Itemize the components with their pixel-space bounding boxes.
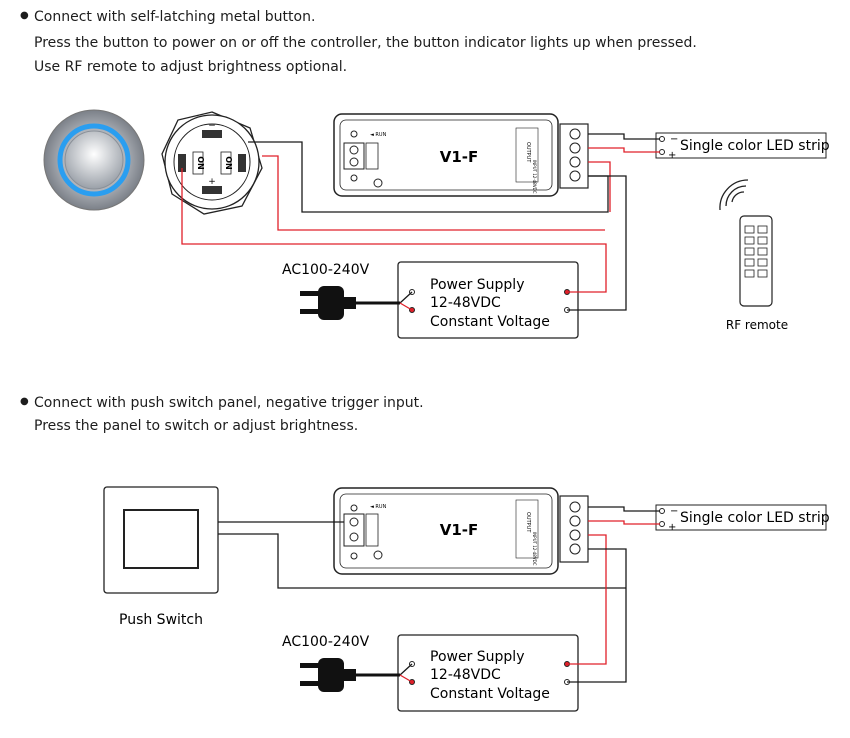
led-strip-minus-1: − [670,134,678,145]
ps1-line2: 12-48VDC [430,295,501,311]
button-on-label-right: ON [224,156,233,170]
mains-plug-1: AC100-240V [282,262,400,320]
section2-bullet: ● [20,396,29,407]
controller-input-label-1: INPUT 12-48VDC [532,160,537,194]
wires-diagram-2 [218,506,660,683]
wires-diagram-1 [181,133,660,311]
section2-line1: Press the panel to switch or adjust brig… [34,418,359,434]
led-strip-label-2: Single color LED strip [680,510,830,526]
ps1-line1: Power Supply [430,277,525,293]
ps2-line2: 12-48VDC [430,667,501,683]
push-switch-panel: Push Switch [103,486,219,628]
controller-input-label-2: INPUT 12-48VDC [532,532,537,566]
controller-output-label-2: OUTPUT [525,512,531,533]
button-pin-minus: − [208,121,216,131]
controller-output-label-1: OUTPUT [525,142,531,163]
led-strip-label-1: Single color LED strip [680,138,830,154]
controller-2: V1-F ◄ RUN OUTPUT INPUT 12-48VDC [333,487,589,575]
mains-label-1: AC100-240V [282,262,370,278]
ps2-line1: Power Supply [430,649,525,665]
power-supply-2: Power Supply 12-48VDC Constant Voltage [397,634,579,712]
controller-model-2: V1-F [440,521,479,539]
section2-heading: Connect with push switch panel, negative… [34,395,424,411]
section1-line1: Press the button to power on or off the … [34,35,697,51]
led-strip-plus-1: + [668,150,676,161]
led-strip-minus-2: − [670,506,678,517]
controller-run-label-2: ◄ RUN [370,504,387,510]
ps1-line3: Constant Voltage [430,314,550,330]
rf-remote: RF remote [719,179,788,332]
controller-model-1: V1-F [440,148,479,166]
push-switch-label: Push Switch [119,612,203,628]
mains-plug-2: AC100-240V [282,634,400,692]
led-strip-plus-2: + [668,522,676,533]
section1-bullet: ● [20,10,29,21]
section1-line2: Use RF remote to adjust brightness optio… [34,59,348,75]
rf-remote-label: RF remote [726,318,788,332]
metal-button-front [43,109,145,211]
mains-label-2: AC100-240V [282,634,370,650]
section1-heading: Connect with self-latching metal button. [34,9,316,25]
power-supply-1: Power Supply 12-48VDC Constant Voltage [397,261,579,339]
metal-button-rear: ON ON − + [161,111,263,215]
led-strip-1: − + Single color LED strip [655,132,830,161]
led-indicator-ring [57,123,131,197]
led-strip-2: − + Single color LED strip [655,504,830,533]
button-on-label-left: ON [196,156,205,170]
button-pin-plus: + [208,177,216,187]
controller-run-label-1: ◄ RUN [370,132,387,138]
controller-1: V1-F ◄ RUN OUTPUT INPUT 12-48VDC [333,113,589,197]
ps2-line3: Constant Voltage [430,686,550,702]
